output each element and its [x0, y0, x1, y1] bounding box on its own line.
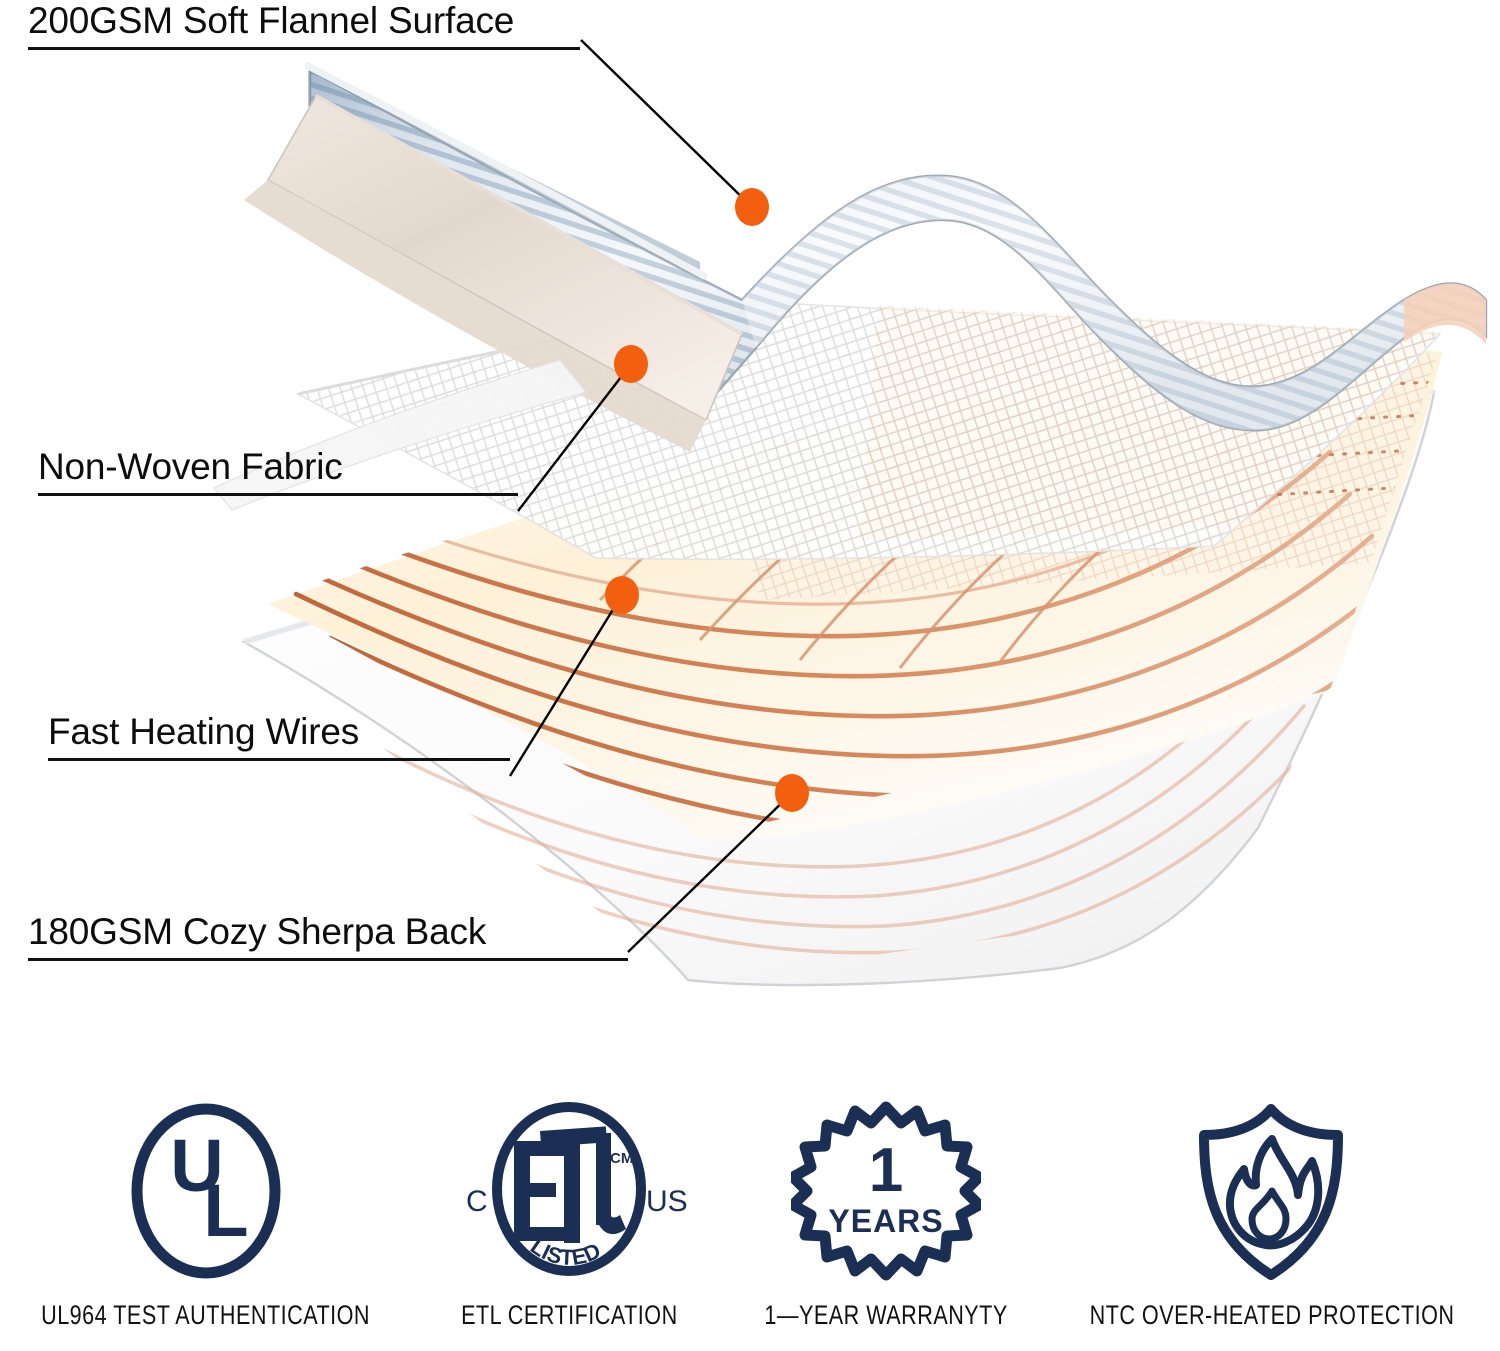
ul-letter-u: U	[170, 1124, 223, 1207]
leader-line-flannel	[580, 39, 753, 208]
callout-flannel-label: 200GSM Soft Flannel Surface	[28, 0, 515, 41]
product-layer-illustration: 200GSM Soft Flannel Surface Non-Woven Fa…	[28, 0, 1488, 987]
callout-wires: Fast Heating Wires	[48, 711, 510, 761]
warranty-number: 1	[868, 1136, 902, 1205]
overheat-badge-art	[1184, 1096, 1359, 1286]
badge-overheat: NTC OVER-HEATED PROTECTION	[1044, 1096, 1500, 1331]
etl-cm-mark: CM	[610, 1150, 633, 1167]
etl-badge-art: CM C US LISTED	[444, 1096, 694, 1286]
leader-line-sherpa	[627, 792, 793, 953]
badge-etl: CM C US LISTED ETL CERTIFICATION	[411, 1096, 727, 1331]
dot-nonwoven	[614, 345, 648, 383]
layers-diagram-svg	[212, 39, 1488, 987]
callout-wires-label: Fast Heating Wires	[48, 711, 359, 752]
dot-sherpa	[775, 774, 809, 812]
leader-line-nonwoven	[517, 363, 632, 512]
ul-badge-art: U L	[121, 1096, 291, 1286]
dot-flannel	[735, 188, 769, 226]
leader-lines	[508, 39, 793, 953]
callout-nonwoven-label: Non-Woven Fabric	[38, 446, 343, 487]
callout-nonwoven: Non-Woven Fabric	[38, 446, 518, 496]
badge-etl-caption: ETL CERTIFICATION	[461, 1300, 678, 1330]
badge-ul-caption: UL964 TEST AUTHENTICATION	[41, 1300, 370, 1330]
layer-flannel-surface	[212, 62, 1488, 511]
callout-sherpa-rule	[28, 957, 628, 961]
badge-ul: U L UL964 TEST AUTHENTICATION	[0, 1096, 411, 1331]
callout-wires-rule	[48, 757, 510, 761]
ul-letter-l: L	[203, 1169, 248, 1252]
dot-wires	[605, 576, 639, 614]
callout-flannel: 200GSM Soft Flannel Surface	[28, 0, 580, 50]
warranty-badge-art: 1 YEARS	[790, 1096, 981, 1286]
warranty-seal-icon: 1 YEARS	[790, 1101, 981, 1280]
badge-warranty: 1 YEARS 1—YEAR WARRANYTY	[728, 1096, 1044, 1331]
warranty-unit: YEARS	[828, 1203, 943, 1239]
ul-circle-icon: U L	[131, 1103, 281, 1279]
etl-right-mark: US	[646, 1185, 688, 1218]
callout-sherpa: 180GSM Cozy Sherpa Back	[28, 911, 628, 961]
etl-left-mark: C	[466, 1185, 488, 1218]
leader-line-wires	[508, 594, 624, 777]
badge-overheat-caption: NTC OVER-HEATED PROTECTION	[1089, 1300, 1455, 1330]
badge-warranty-caption: 1—YEAR WARRANYTY	[764, 1300, 1008, 1330]
callout-nonwoven-rule	[38, 492, 518, 496]
callout-flannel-rule	[28, 46, 580, 50]
callout-sherpa-label: 180GSM Cozy Sherpa Back	[28, 911, 487, 952]
shield-flame-icon	[1199, 1103, 1344, 1280]
certification-badges-row: U L UL964 TEST AUTHENTICATION	[0, 1096, 1500, 1351]
etl-listed-icon: CM C US LISTED	[466, 1102, 688, 1276]
layer-accent-dots	[605, 188, 809, 812]
